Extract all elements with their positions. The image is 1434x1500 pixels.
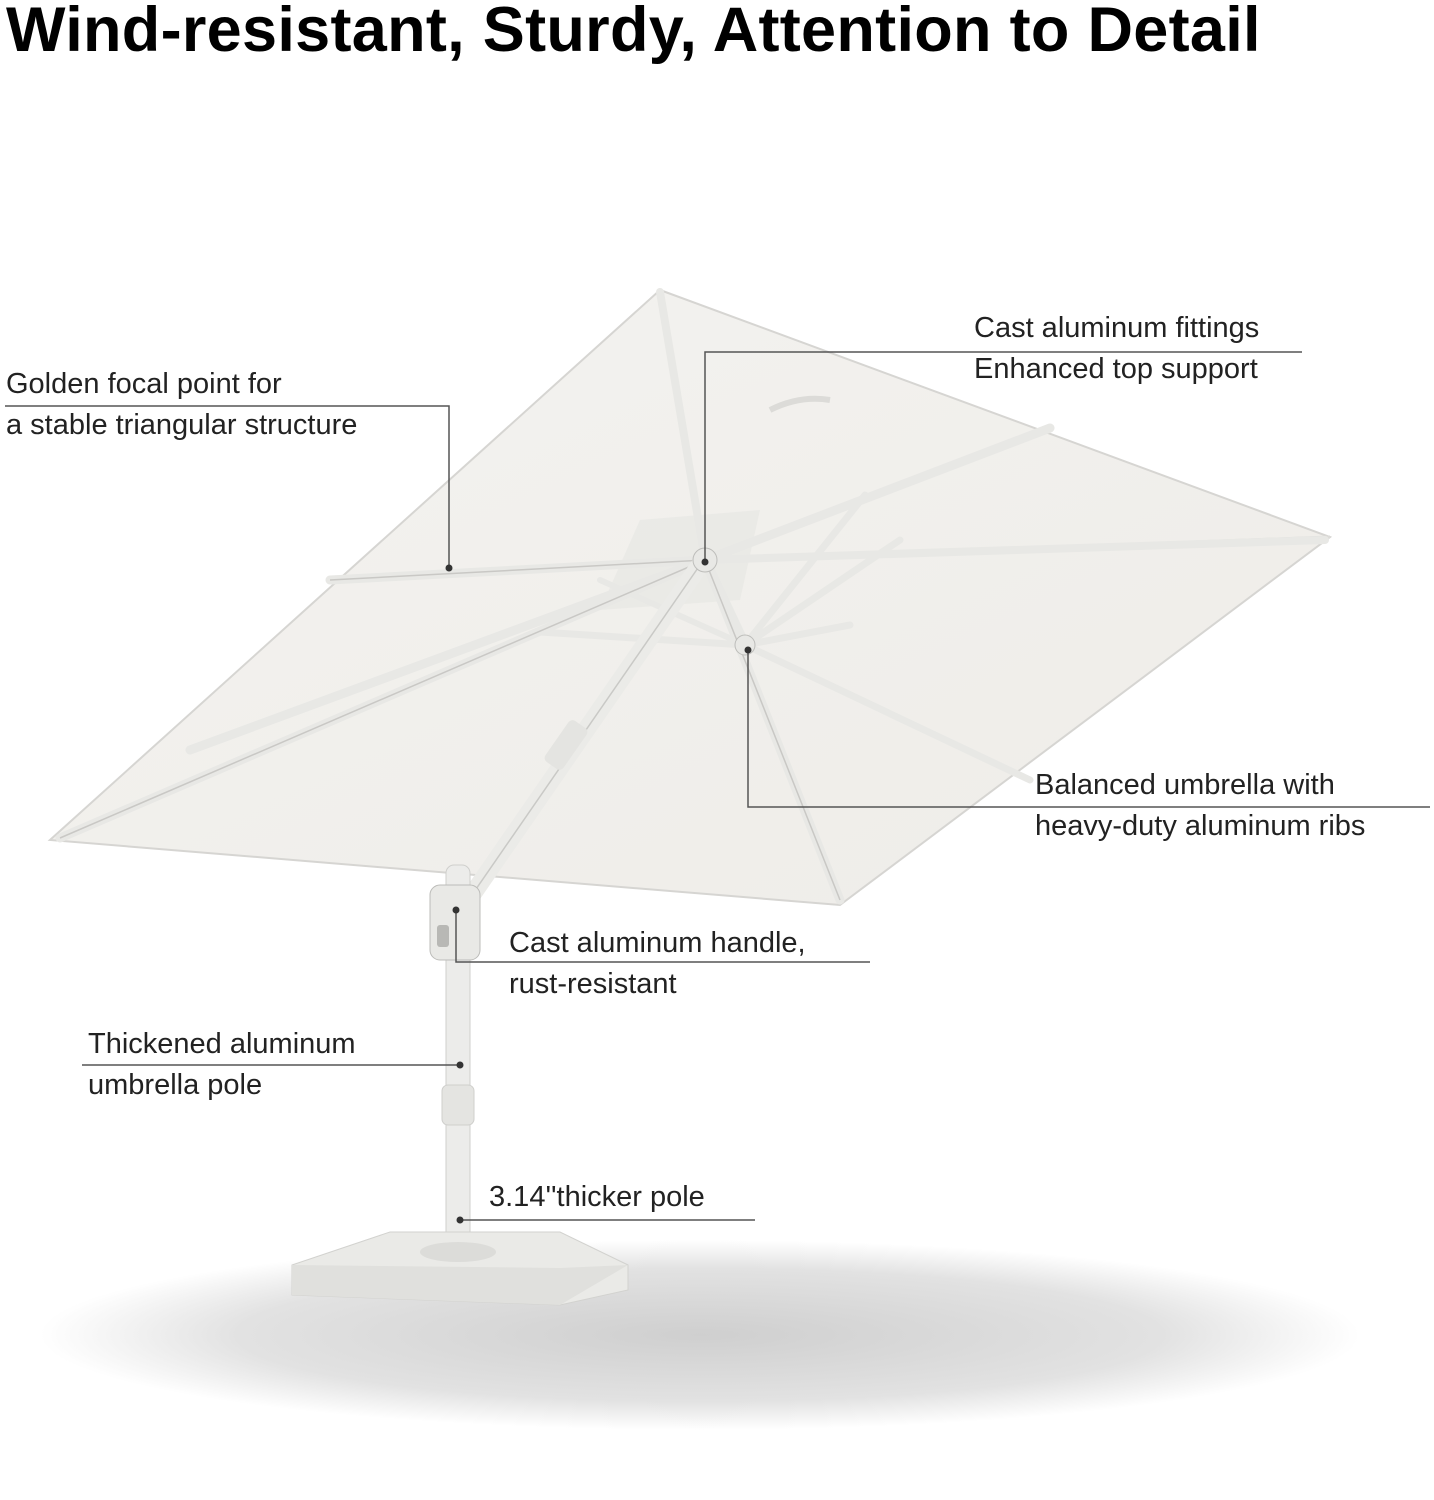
handle-callout-line2: rust-resistant bbox=[509, 968, 677, 1000]
focal-callout-line2: a stable triangular structure bbox=[6, 409, 358, 441]
focal-callout-line1: Golden focal point for bbox=[6, 368, 282, 400]
pole-callout: Thickened aluminum umbrella pole bbox=[88, 1024, 356, 1106]
fittings-callout-line2: Enhanced top support bbox=[974, 353, 1258, 385]
handle-callout: Cast aluminum handle, rust-resistant bbox=[509, 923, 806, 1005]
callout-lines bbox=[5, 351, 1430, 1221]
balanced-callout: Balanced umbrella with heavy-duty alumin… bbox=[1035, 765, 1365, 847]
pole-callout-line1: Thickened aluminum bbox=[88, 1028, 356, 1060]
fittings-callout-line1: Cast aluminum fittings bbox=[974, 312, 1260, 344]
thicker-callout: 3.14''thicker pole bbox=[489, 1177, 705, 1218]
ground-shadow bbox=[40, 1240, 1360, 1430]
fittings-callout: Cast aluminum fittings Enhanced top supp… bbox=[974, 308, 1259, 390]
balanced-callout-line2: heavy-duty aluminum ribs bbox=[1035, 810, 1366, 842]
page-title: Wind-resistant, Sturdy, Attention to Det… bbox=[6, 0, 1261, 65]
umbrella-base bbox=[291, 1231, 629, 1306]
umbrella-pole bbox=[429, 864, 481, 1256]
focal-callout: Golden focal point for a stable triangul… bbox=[6, 364, 357, 446]
balanced-callout-line bbox=[747, 648, 1430, 808]
focal-callout-line bbox=[5, 405, 450, 568]
balanced-callout-line1: Balanced umbrella with bbox=[1035, 769, 1335, 801]
fittings-callout-line bbox=[704, 351, 1302, 560]
handle-callout-line1: Cast aluminum handle, bbox=[509, 927, 806, 959]
callout-dots bbox=[445, 558, 752, 1224]
thicker-callout-line1: 3.14''thicker pole bbox=[489, 1181, 705, 1213]
handle-callout-line bbox=[455, 910, 870, 963]
pole-callout-line2: umbrella pole bbox=[88, 1069, 263, 1101]
